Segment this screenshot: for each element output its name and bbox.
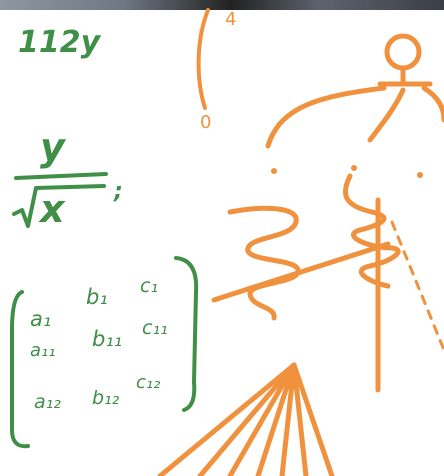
label-four: 4 xyxy=(225,9,236,30)
fan-line-7 xyxy=(291,362,335,476)
curve-stroke xyxy=(196,8,210,110)
figure-left-shoulder xyxy=(265,85,387,149)
figure-head-icon xyxy=(384,33,422,71)
dot-2 xyxy=(351,165,357,171)
matrix-cell-0-0: a₁ xyxy=(30,307,51,331)
fan-line-1 xyxy=(157,362,297,476)
dot-3 xyxy=(417,172,423,178)
fraction-strokes xyxy=(12,172,108,228)
fan-lines-group xyxy=(157,362,335,476)
matrix-cell-1-1: b₁₁ xyxy=(92,327,122,351)
left-coil-group xyxy=(227,205,301,321)
matrix-entries: a₁ b₁ c₁ a₁₁ b₁₁ c₁₁ a₁₂ b₁₂ c₁₂ xyxy=(30,275,168,413)
matrix-cell-2-1: b₁₂ xyxy=(92,387,120,409)
figure-inner-arc xyxy=(367,87,406,143)
orange-dots xyxy=(271,165,423,178)
orange-bars xyxy=(211,241,391,303)
matrix-cell-2-2: c₁₂ xyxy=(136,372,160,393)
fraction-denominator: x xyxy=(38,187,66,231)
fraction-bar xyxy=(14,172,108,180)
left-coil xyxy=(227,205,301,321)
figure-right-shoulder xyxy=(421,85,444,123)
fan-line-4 xyxy=(255,362,297,476)
top-window-strip xyxy=(0,0,444,10)
matrix-brackets xyxy=(10,256,199,449)
fan-line-2 xyxy=(197,362,297,476)
fan-line-3 xyxy=(227,362,297,476)
green-expression-group: 112y y x ; xyxy=(18,25,123,231)
right-coil-group xyxy=(343,173,401,393)
matrix-cell-1-2: c₁₁ xyxy=(142,317,168,339)
left-bracket-icon xyxy=(10,290,30,449)
dashed-diagonal xyxy=(390,220,444,352)
fan-line-6 xyxy=(291,362,309,476)
orange-figure-group xyxy=(265,33,444,149)
expression-top: 112y xyxy=(18,25,102,60)
fan-line-5 xyxy=(279,362,297,476)
orange-labels: 4 0 xyxy=(200,9,236,133)
fraction-numerator: y xyxy=(40,125,67,169)
fraction-trailing-mark: ; xyxy=(113,179,123,204)
orange-curve-group xyxy=(196,8,210,110)
label-zero: 0 xyxy=(200,112,211,133)
right-coil xyxy=(343,173,401,289)
orange-dashed-line xyxy=(390,220,444,352)
square-root-icon xyxy=(12,184,106,228)
matrix-cell-1-0: a₁₁ xyxy=(30,340,55,361)
matrix-cell-0-2: c₁ xyxy=(140,275,158,297)
matrix-cell-2-0: a₁₂ xyxy=(34,391,61,413)
dot-1 xyxy=(271,168,277,174)
right-bracket-icon xyxy=(174,256,199,412)
long-diagonal-bar xyxy=(211,241,391,303)
matrix-cell-0-1: b₁ xyxy=(86,285,108,309)
